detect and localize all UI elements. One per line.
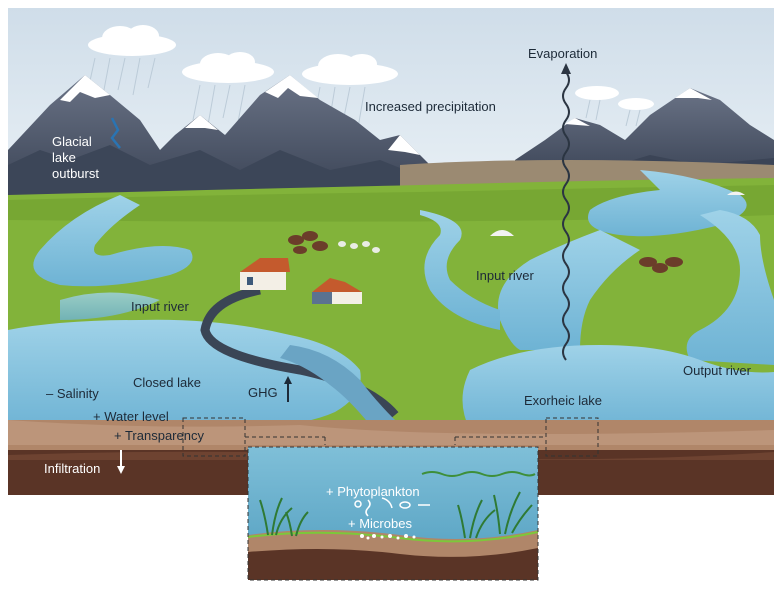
phytoplankton-label: + Phytoplankton	[326, 484, 420, 499]
glacial-label-line1: Glacial	[52, 134, 92, 149]
closed-lake	[8, 319, 361, 430]
microbes-label: + Microbes	[348, 516, 412, 531]
phytoplankton-icons	[354, 497, 430, 517]
right-input-river	[588, 170, 747, 237]
rain-icon	[87, 57, 641, 131]
infiltration-label: Infiltration	[44, 461, 101, 476]
zoom-box-right	[454, 417, 599, 457]
exorheic-lake	[462, 345, 774, 430]
ghg-up-arrow	[284, 376, 292, 402]
left-input-river	[33, 195, 193, 287]
glacial-lake-outburst-label: Glacial lake outburst	[52, 134, 122, 182]
cloud-icon	[88, 25, 654, 110]
input-river-left-label: Input river	[131, 299, 189, 314]
transparency-label: + Transparency	[114, 428, 204, 443]
glacial-label-line2: lake	[52, 150, 76, 165]
water-level-label: + Water level	[93, 409, 169, 424]
infiltration-arrow	[117, 450, 125, 474]
yak-herd-icon	[288, 231, 683, 273]
yurt-icon	[490, 191, 745, 236]
output-river-label: Output river	[683, 363, 751, 378]
glacial-label-line3: outburst	[52, 166, 99, 181]
glacial-outburst-arrow	[110, 117, 121, 149]
microbes-icons	[360, 534, 416, 540]
aquatic-plants-icon	[259, 491, 533, 539]
input-river-right-label: Input river	[476, 268, 534, 283]
exorheic-lake-label: Exorheic lake	[524, 393, 603, 408]
sheep-icon	[338, 241, 380, 253]
closed-lake-label: Closed lake	[133, 375, 201, 390]
evaporation-label: Evaporation	[528, 46, 598, 61]
zoom-box-left	[182, 417, 326, 457]
inset-panel	[247, 446, 539, 581]
evaporation-arrow	[562, 71, 570, 361]
mountain-range-left	[8, 75, 450, 200]
salinity-label: – Salinity	[46, 386, 99, 401]
increased-precipitation-label: Increased precipitation	[365, 99, 496, 114]
ghg-label: GHG	[248, 385, 278, 400]
algae-icon	[421, 471, 536, 477]
house-icon	[240, 258, 362, 304]
